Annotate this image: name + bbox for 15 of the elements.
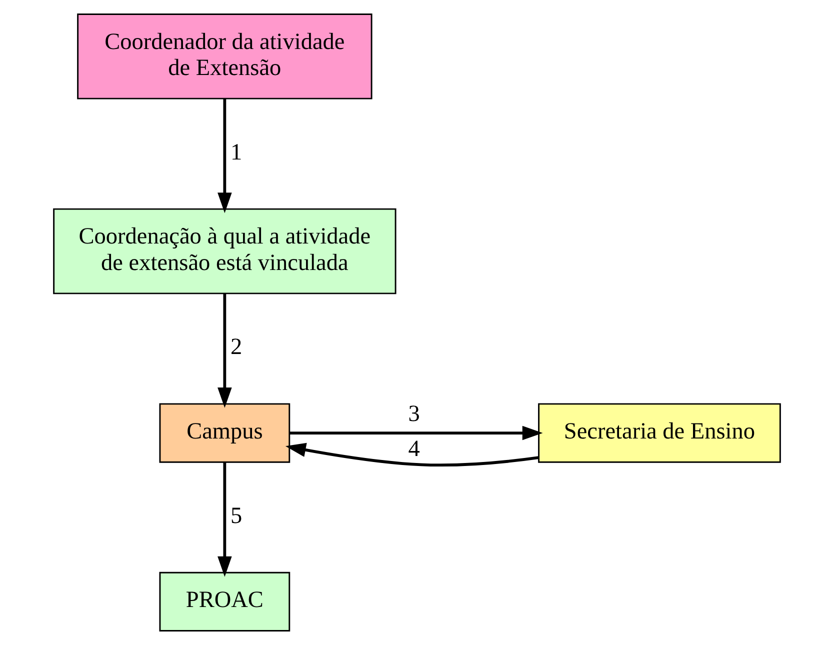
- arrow: [217, 99, 232, 214]
- edge-label: 3: [408, 401, 420, 428]
- node-box: Secretaria de Ensino: [538, 403, 780, 463]
- edge-label: 5: [230, 502, 242, 529]
- node-box: Campus: [158, 403, 290, 463]
- edge-label: 2: [230, 334, 242, 360]
- node-box: Coordenação à qual a atividade de extensão está vinculada: [52, 208, 396, 294]
- edge-label: 4: [408, 436, 420, 462]
- node-box: Coordenador da atividade de Extensão: [76, 13, 372, 100]
- node-box: PROAC: [158, 572, 290, 632]
- edge-label: 1: [230, 139, 242, 166]
- arrow: [217, 462, 232, 577]
- arrow: [284, 442, 538, 467]
- arrow: [217, 294, 232, 408]
- arrow: [289, 426, 542, 440]
